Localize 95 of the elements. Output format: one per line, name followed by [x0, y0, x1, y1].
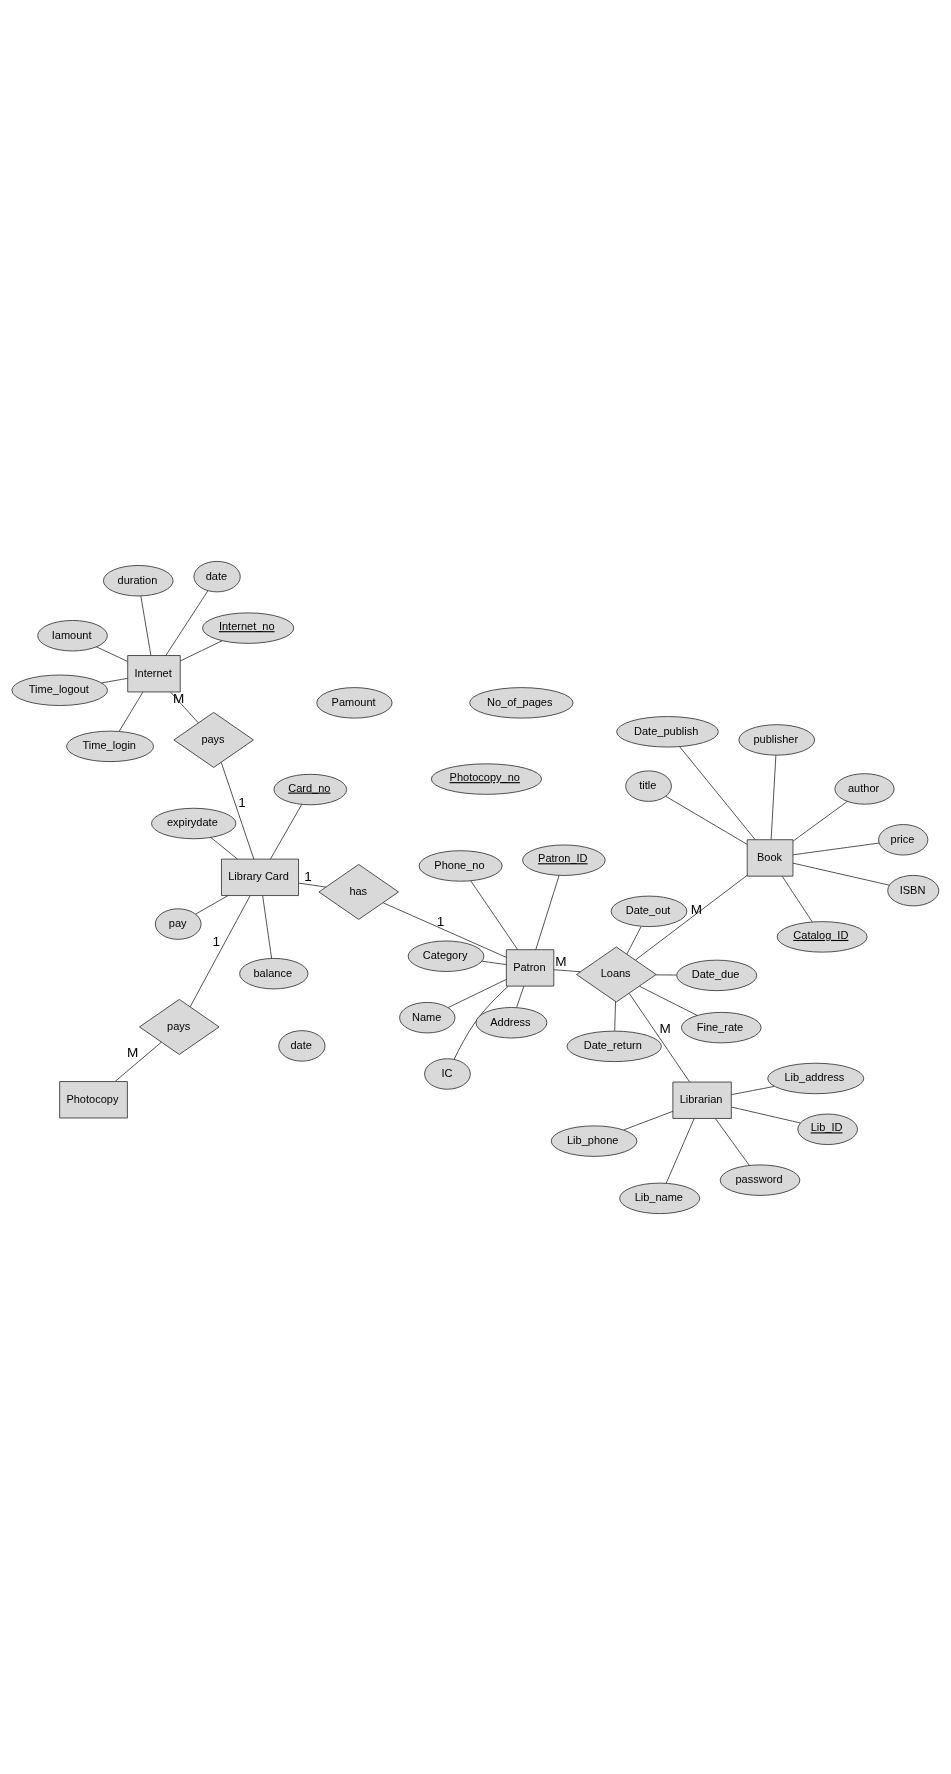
connector [623, 1110, 674, 1130]
node-ellipse: Patron_ID [522, 844, 606, 876]
edge-label: M [127, 1044, 139, 1060]
node-ellipse: Catalog_ID [776, 920, 868, 953]
node-ellipse: author [834, 772, 895, 805]
node-ellipse: Lib_ID [797, 1113, 858, 1145]
node-ellipse: Category [407, 940, 485, 972]
connector [730, 1085, 775, 1095]
edge-label: 1 [436, 913, 445, 929]
connector [792, 862, 890, 886]
edge-label: M [690, 901, 703, 917]
edge-label: 1 [238, 794, 246, 810]
connector [638, 985, 698, 1016]
connector [447, 978, 507, 1008]
node-box: Patron [505, 948, 555, 987]
connector [270, 803, 303, 859]
node-ellipse: Date_publish [616, 715, 719, 747]
node-ellipse: Date_out [610, 895, 688, 927]
connector [792, 842, 880, 855]
node-ellipse: Lib_phone [550, 1124, 638, 1157]
connector [715, 1117, 750, 1166]
node-ellipse: Address [475, 1006, 548, 1038]
connector [170, 691, 199, 723]
connector [180, 639, 223, 661]
connector [382, 901, 507, 958]
connector [262, 894, 273, 959]
connector [535, 874, 560, 950]
connector [781, 875, 813, 922]
connector [635, 874, 748, 960]
node-ellipse: price [878, 823, 929, 855]
connector [516, 985, 525, 1008]
node-ellipse: publisher [738, 723, 816, 756]
node-ellipse: duration [103, 564, 174, 596]
node-ellipse: Lib_name [619, 1182, 701, 1214]
connector [626, 925, 642, 955]
node-box: Internet [127, 654, 181, 692]
connector [195, 894, 229, 915]
node-ellipse: ISBN [887, 874, 940, 906]
node-ellipse: Time_login [66, 730, 154, 762]
connector [665, 1117, 695, 1184]
connector [792, 800, 848, 841]
edge-label: M [172, 690, 185, 706]
node-ellipse: Pamount [316, 686, 393, 719]
node-diamond: pays [173, 711, 254, 768]
edge-label: M [659, 1020, 671, 1036]
node-ellipse: Fine_rate [681, 1011, 762, 1043]
connector [481, 960, 507, 965]
connector [614, 1000, 616, 1031]
node-ellipse: Internet_no [202, 611, 295, 644]
node-ellipse: Name [399, 1001, 456, 1033]
connector [95, 645, 128, 662]
connector [298, 882, 327, 887]
edge-label: M [555, 953, 567, 969]
connector [679, 745, 756, 840]
node-ellipse: balance [239, 957, 309, 989]
node-box: Book [746, 838, 794, 877]
node-ellipse: title [625, 769, 672, 802]
connector [553, 968, 581, 972]
node-ellipse: password [719, 1164, 801, 1196]
node-diamond: pays [139, 998, 220, 1055]
connector [114, 1041, 162, 1082]
node-ellipse: Date_due [676, 959, 758, 991]
connector [453, 985, 509, 1060]
node-ellipse: pay [154, 907, 202, 940]
connector [665, 795, 748, 845]
edge-label: 1 [304, 868, 312, 884]
node-ellipse: Photocopy_no [430, 762, 543, 795]
node-box: Photocopy [59, 1080, 128, 1118]
connector [220, 761, 255, 860]
connector [118, 691, 144, 732]
edge-label: 1 [212, 933, 220, 949]
node-ellipse: expirydate [151, 807, 237, 839]
node-ellipse: Lib_address [767, 1062, 865, 1094]
node-ellipse: date [193, 560, 241, 592]
connector [628, 992, 690, 1082]
node-ellipse: Iamount [37, 619, 108, 651]
connector [770, 754, 777, 840]
connector [210, 836, 238, 860]
node-box: Librarian [672, 1081, 732, 1119]
node-ellipse: Card_no [273, 773, 348, 805]
connector [731, 1106, 801, 1123]
connector [470, 880, 519, 950]
node-ellipse: Phone_no [418, 849, 503, 882]
connector [165, 589, 209, 656]
connector [189, 894, 251, 1007]
connector [655, 973, 677, 975]
connector [140, 595, 152, 656]
node-ellipse: IC [424, 1057, 471, 1090]
connector [101, 677, 129, 683]
node-box: Library Card [221, 858, 299, 896]
node-diamond: Loans [576, 946, 657, 1002]
node-ellipse: Time_logout [11, 674, 108, 706]
node-ellipse: No_of_pages [469, 686, 574, 719]
node-ellipse: date [278, 1029, 326, 1062]
node-diamond: has [318, 863, 399, 920]
